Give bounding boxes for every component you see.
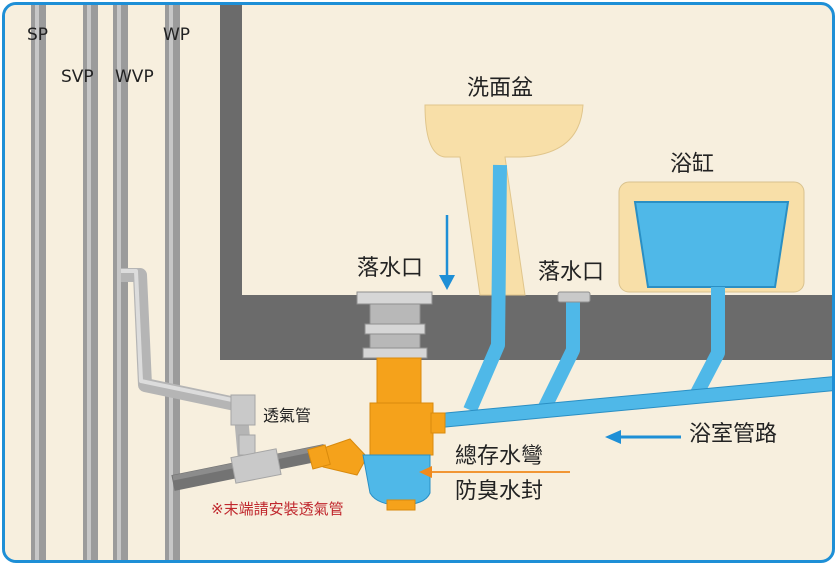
odor-seal-label: 防臭水封 [455,479,544,504]
water-pipes-outline [434,376,832,429]
stack-pipes [31,5,180,560]
floor-slab [220,295,832,360]
water-pipes [434,164,832,428]
sp-label: SP [27,25,49,45]
wvp-label: WVP [115,67,154,87]
wp-label: WP [163,25,191,45]
vent-pipe-highlight [121,269,238,403]
svp-label: SVP [61,67,94,87]
vent-joint [230,394,256,426]
plumbing-diagram [5,5,832,560]
trap-label: 總存水彎 [455,444,544,469]
floor-drain-right-cap [557,291,591,303]
bathroom-pipe-arrow [605,430,681,444]
vent-pipe-label: 透氣管 [263,406,312,425]
down-arrow [439,215,455,290]
tee-joint [230,448,282,484]
floor-drain-right-label: 落水口 [538,260,605,285]
floor-drain-left [356,291,433,359]
trap-body [307,357,446,476]
note-label: ※末端請安裝透氣管 [211,500,344,518]
bathroom-pipe-label: 浴室管路 [689,422,778,447]
washbasin-label: 洗面盆 [467,76,534,101]
bathtub [618,181,805,293]
trap-arrow [419,466,570,478]
floor-drain-left-label: 落水口 [357,256,424,281]
water-seal [362,454,431,511]
wall-vertical [220,5,242,360]
bathtub-label: 浴缸 [670,152,715,177]
